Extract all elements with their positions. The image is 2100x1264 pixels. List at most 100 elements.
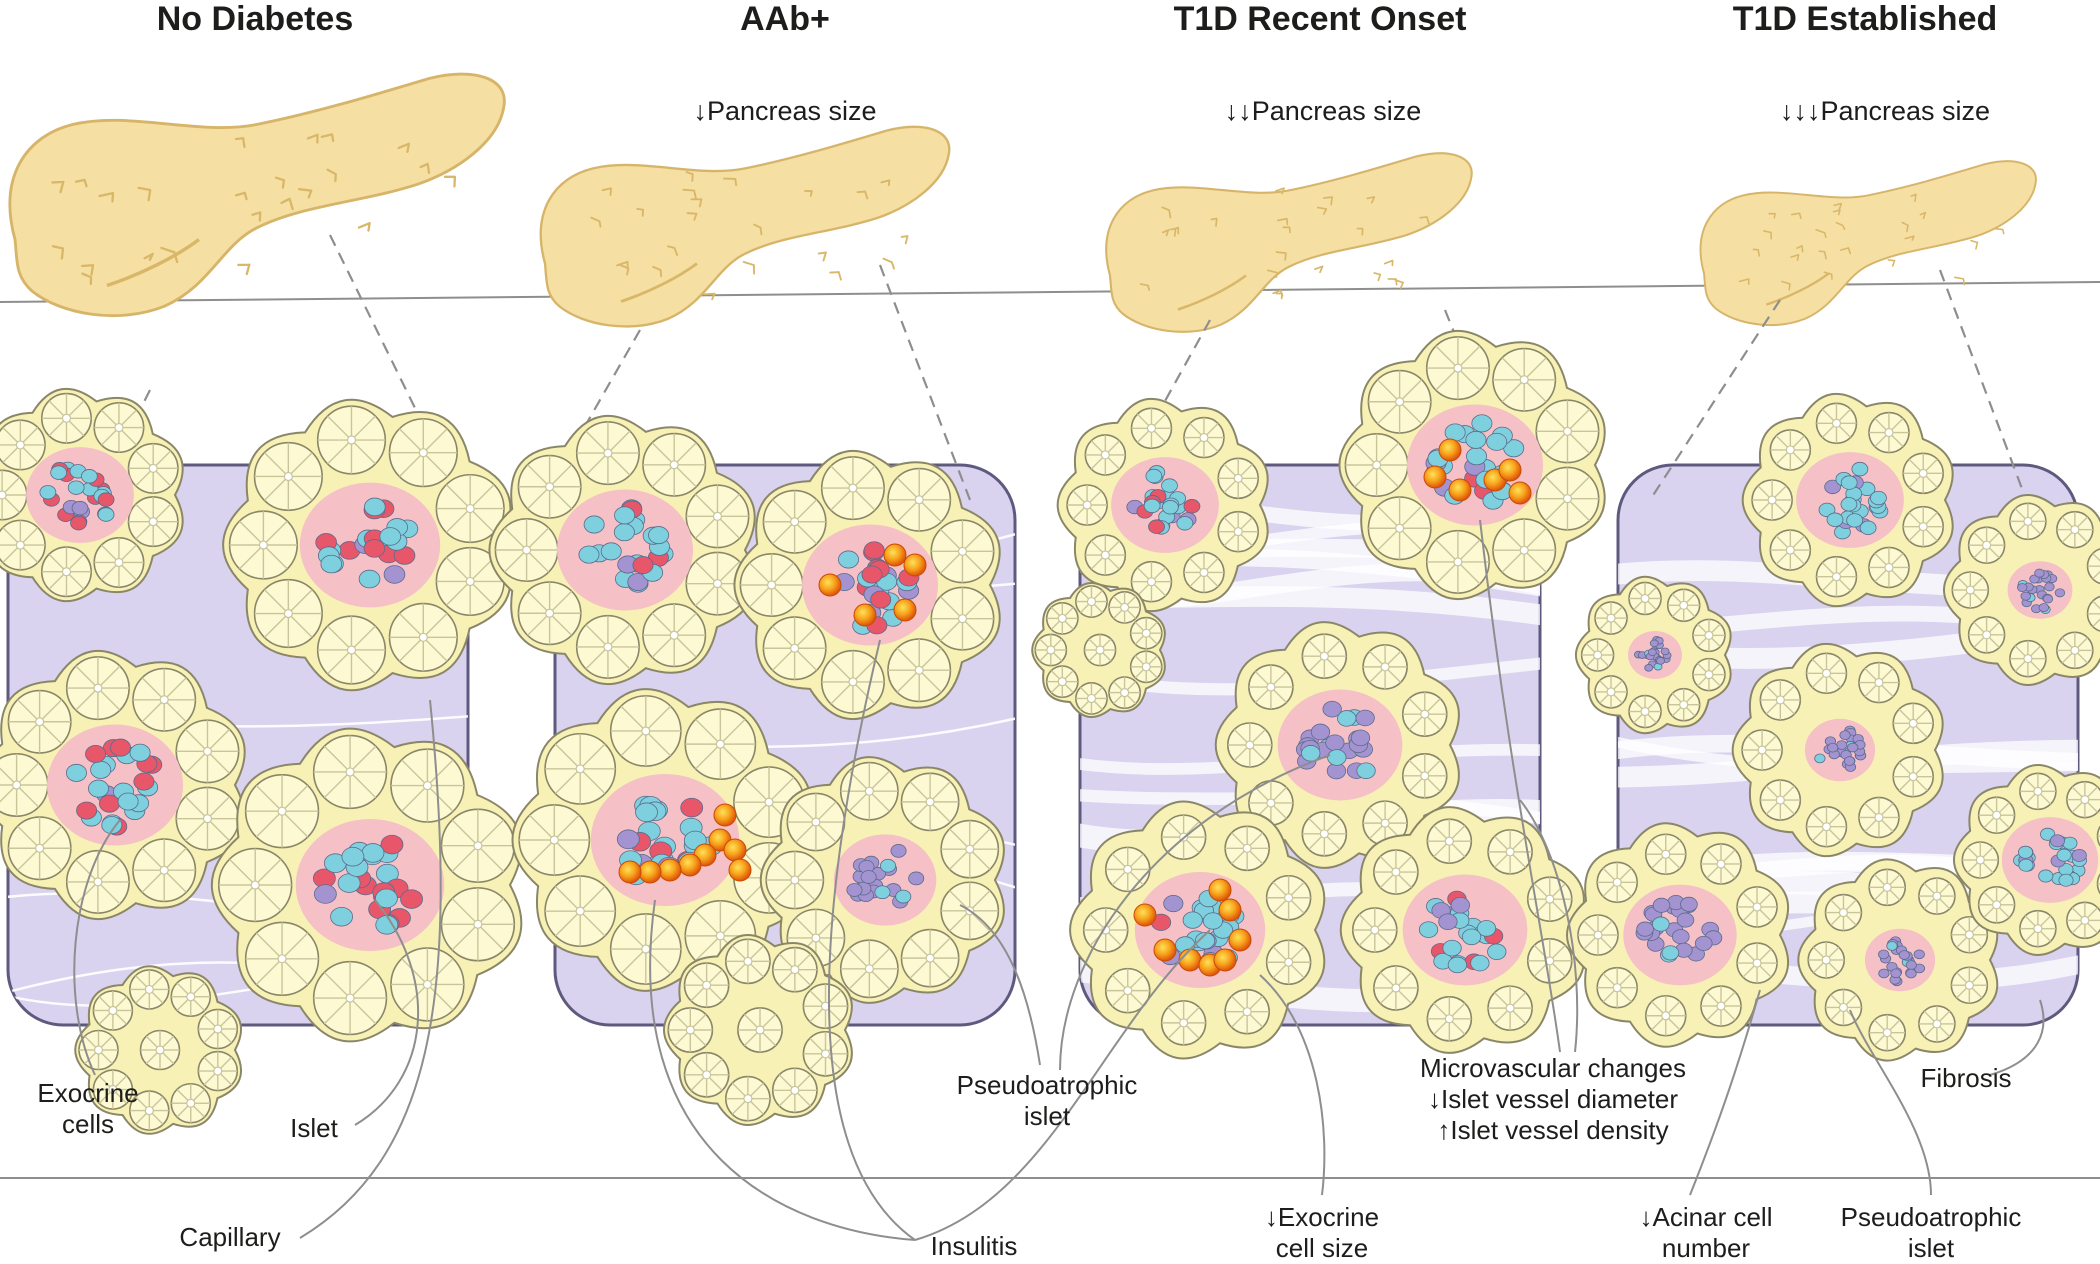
acinus-spoke bbox=[100, 884, 121, 905]
pancreas-fold bbox=[106, 238, 201, 288]
acinus-spoke bbox=[932, 937, 951, 956]
acinus-spoke bbox=[1939, 1010, 1951, 1022]
islet-cell bbox=[99, 794, 120, 813]
acinus-lumen bbox=[1874, 677, 1884, 688]
acinus-spoke bbox=[778, 953, 793, 968]
acinus bbox=[1741, 729, 1783, 771]
acinus-spoke bbox=[1526, 382, 1547, 403]
acinus-spoke bbox=[2030, 508, 2042, 520]
acinus-lumen bbox=[685, 1025, 695, 1035]
acinus-spoke bbox=[1240, 480, 1253, 493]
acinus-spoke bbox=[809, 990, 824, 1004]
acinus-lumen bbox=[108, 1084, 118, 1095]
acinus-spoke bbox=[1881, 684, 1894, 698]
acinus-spoke bbox=[554, 743, 578, 767]
acinus-spoke bbox=[239, 547, 262, 570]
acinus-spoke bbox=[166, 872, 187, 893]
acinus bbox=[1805, 805, 1848, 848]
leader-exocrine-cell-size bbox=[1259, 974, 1326, 1196]
zoom-dashed-line bbox=[559, 329, 641, 471]
acinus bbox=[1967, 526, 2006, 564]
acinus-spoke bbox=[17, 850, 38, 871]
acinus-spoke bbox=[1233, 728, 1248, 743]
acinus-spoke bbox=[323, 745, 348, 770]
acinus-spoke bbox=[527, 464, 548, 485]
acinus bbox=[1108, 676, 1142, 710]
islet-cell bbox=[1487, 943, 1507, 961]
islet-cell bbox=[1660, 647, 1670, 656]
acinus bbox=[1217, 510, 1260, 553]
acinus bbox=[820, 649, 885, 714]
acinus-spoke bbox=[1633, 699, 1643, 710]
acinus-spoke bbox=[1408, 716, 1423, 731]
acinus-lumen bbox=[1100, 450, 1110, 460]
acinus-lumen bbox=[545, 608, 555, 618]
acinus-lumen bbox=[1975, 855, 1985, 865]
acinus-spoke bbox=[48, 574, 65, 590]
acinus-spoke bbox=[135, 1112, 147, 1125]
acinus-spoke bbox=[1401, 505, 1423, 526]
acinus-spoke bbox=[1451, 1002, 1466, 1017]
pancreas-lobule-mark bbox=[856, 190, 869, 200]
acinus-lumen bbox=[1775, 795, 1785, 805]
acinus-lumen bbox=[1918, 522, 1928, 532]
acinus-spoke bbox=[676, 612, 697, 633]
acinus-spoke bbox=[1113, 595, 1123, 606]
acinus-spoke bbox=[797, 953, 811, 968]
acinus-spoke bbox=[155, 450, 172, 467]
acinus-spoke bbox=[1231, 850, 1245, 865]
acinus-spoke bbox=[1647, 699, 1657, 710]
acinus-spoke bbox=[48, 400, 65, 416]
acinus bbox=[1367, 496, 1432, 561]
pancreas-lobule-mark bbox=[1839, 247, 1852, 255]
pancreas-lobule-mark bbox=[1275, 251, 1287, 261]
acinus-spoke bbox=[1272, 946, 1287, 960]
acinus bbox=[1367, 369, 1432, 434]
acinus-spoke bbox=[795, 824, 814, 843]
acinus-spoke bbox=[1494, 992, 1508, 1006]
acinus bbox=[1644, 994, 1687, 1037]
acinus-lumen bbox=[1391, 867, 1401, 877]
acinus-spoke bbox=[263, 452, 287, 475]
pancreas-fold bbox=[1766, 272, 1830, 306]
label-microvascular-changes: Microvascular changes↓Islet vessel diame… bbox=[1420, 1053, 1686, 1146]
acinus-spoke bbox=[1923, 1026, 1935, 1038]
pancreas-lobule-mark bbox=[234, 137, 246, 149]
acinus-spoke bbox=[719, 518, 741, 539]
pancreas-lobule-mark bbox=[900, 235, 909, 245]
acinus-spoke bbox=[582, 885, 606, 909]
pancreas-lobule-mark bbox=[1954, 276, 1966, 286]
acinus-spoke bbox=[1874, 434, 1887, 448]
acinus-spoke bbox=[451, 898, 476, 922]
islet-cell bbox=[1843, 756, 1856, 766]
acinus bbox=[2019, 909, 2057, 948]
islet-cell bbox=[90, 760, 112, 779]
pancreas-lobule-mark bbox=[74, 178, 88, 188]
acinus-lumen bbox=[1505, 1003, 1515, 1013]
acinus-spoke bbox=[2071, 907, 2083, 919]
islet-cell bbox=[1644, 664, 1654, 672]
acinus-spoke bbox=[1774, 485, 1787, 498]
acinus bbox=[1373, 965, 1419, 1011]
pancreas-outline bbox=[1105, 152, 1473, 333]
acinus-spoke bbox=[1711, 623, 1721, 634]
acinus bbox=[1902, 505, 1945, 548]
immune-cell bbox=[1178, 948, 1202, 972]
islet-cell bbox=[2062, 836, 2078, 850]
acinus bbox=[132, 667, 197, 732]
acinus bbox=[312, 734, 388, 810]
acinus-spoke bbox=[1671, 607, 1682, 618]
acinus-spoke bbox=[1136, 567, 1150, 580]
acinus-spoke bbox=[1206, 422, 1219, 436]
acinus-lumen bbox=[743, 1094, 753, 1104]
islet-cell bbox=[1356, 762, 1376, 779]
acinus-spoke bbox=[41, 825, 63, 846]
acinus-spoke bbox=[1435, 539, 1456, 560]
acinus-spoke bbox=[1742, 892, 1755, 905]
acinus-spoke bbox=[750, 1100, 765, 1115]
acinus bbox=[1805, 652, 1848, 695]
islet-cell bbox=[1465, 430, 1487, 449]
acinus bbox=[1977, 886, 2016, 924]
acinus-spoke bbox=[1501, 527, 1522, 548]
acinus-spoke bbox=[1864, 667, 1877, 681]
